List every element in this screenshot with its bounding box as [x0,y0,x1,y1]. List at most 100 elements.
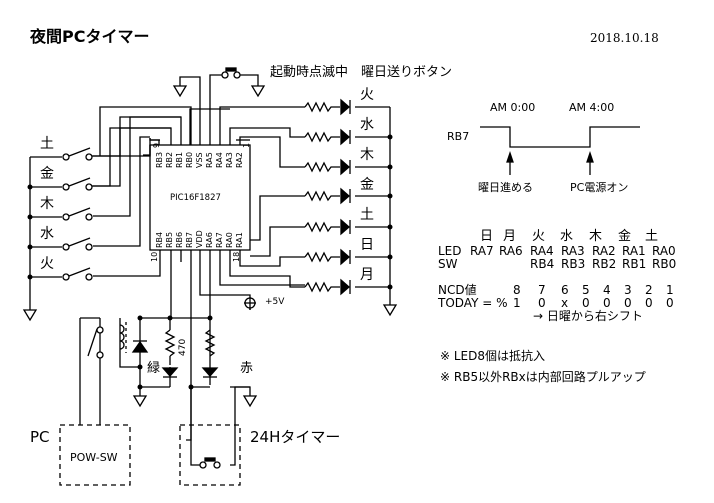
timer-pushbutton [199,457,221,469]
pin-rb0: RB0 [185,151,194,168]
vcc-label: +5V [265,297,285,307]
led-pin-mon: RA6 [499,244,523,258]
wire-ra4 [219,106,305,145]
switch-fri [62,177,93,191]
led-label-mon: 月 [360,267,374,283]
pin-ra6: RA6 [205,232,214,248]
ncd-value: 8 [513,283,521,297]
today-row-label: TODAY = % [438,296,508,310]
timing-event2: PC電源オン [570,181,629,194]
pin-number-1: 1 [242,142,251,148]
button-caption: 起動時点滅中 曜日送りボタン [270,65,453,80]
ncd-value: 7 [538,283,546,297]
pin-vdd: VDD [195,230,204,248]
green-led-label: 緑 [147,361,161,376]
led-green-symbol [161,367,179,377]
day-sun: 日 [480,229,494,244]
pin-rb7: RB7 [185,231,194,248]
switch-label-sat: 土 [40,136,54,152]
sw-row-label: SW [438,257,458,271]
resistor-470 [164,329,176,357]
led-pin-thu: RA2 [592,244,616,258]
sw-pin-wed: RB3 [561,257,586,271]
pin-ra4: RA4 [215,152,224,168]
ncd-value: 4 [603,283,611,297]
led-label-fri: 金 [360,177,374,193]
led-label-tue: 火 [360,87,374,103]
pin-number-9: 9 [152,142,161,148]
page-title: 夜間PCタイマー [30,27,150,46]
switch-thu [62,207,93,221]
wire-sw-tue [93,250,161,277]
pin-rb6: RB6 [175,231,184,248]
pin-ra7: RA7 [215,232,224,248]
pin-ra0: RA0 [225,232,234,248]
sw-pin-fri: RB1 [622,257,647,271]
led-pin-sat: RA0 [652,244,676,258]
day-sat: 土 [645,229,659,244]
shift-note: → 日曜から右シフト [533,309,643,323]
pin-ra2: RA2 [235,152,244,168]
resistor-red [204,329,216,357]
chip-name: PIC16F1827 [170,193,221,203]
day-wed: 水 [560,229,574,244]
led-pin-tue: RA4 [530,244,554,258]
led-label-wed: 水 [360,117,374,133]
red-led-label: 赤 [240,361,254,376]
pc-label: PC [30,428,50,446]
switch-label-thu: 木 [40,196,54,212]
switch-tue [62,267,93,281]
note-pullup: ※ RB5以外RBxは内部回路プルアップ [440,370,646,384]
today-value: x [561,296,569,310]
pin-number-18: 18 [232,251,241,262]
led-pin-fri: RA1 [622,244,646,258]
timing-t1: AM 0:00 [490,101,536,114]
today-value: 0 [538,296,546,310]
ground-symbols [22,85,398,408]
switch-label-fri: 金 [40,166,54,182]
timing-event1: 曜日進める [478,181,533,194]
pin-ra5: RA5 [205,152,214,168]
junction-dots [27,134,393,390]
pow-sw-label: POW-SW [70,451,118,464]
led-label-thu: 木 [360,147,374,163]
today-value: 0 [645,296,653,310]
wire-sw-wed [93,136,150,247]
pin-vss: VSS [195,152,204,168]
pin-number-10: 10 [150,251,159,262]
switch-label-wed: 水 [40,226,54,242]
today-value: 0 [603,296,611,310]
date-label: 2018.10.18 [590,31,659,45]
switch-wed [62,237,93,251]
today-value: 0 [624,296,632,310]
led-label-sat: 土 [360,207,374,223]
note-led-resistors: ※ LED8個は抵抗入 [440,349,546,363]
led-row-label: LED [438,244,462,258]
pin-rb4: RB4 [155,231,164,248]
day-led-symbols [340,98,351,296]
pin-rb5: RB5 [165,231,174,248]
pin-rb2: RB2 [165,151,174,168]
ncd-value: 2 [645,283,653,297]
pin-ra3: RA3 [225,152,234,168]
led-pin-wed: RA3 [561,244,585,258]
day-thu: 木 [589,229,603,244]
day-fri: 金 [618,229,632,244]
sw-pin-thu: RB2 [592,257,617,271]
today-value: 0 [582,296,590,310]
timer-box [179,424,241,486]
timing-t2: AM 4:00 [569,101,615,114]
wire-sw-fri [93,127,171,187]
day-mon: 月 [503,229,517,244]
wire-ra0 [250,195,305,241]
wire-ra5 [209,74,222,145]
day-advance-pushbutton [221,67,241,79]
ncd-row-label: NCD値 [438,283,477,297]
wire-ra3 [229,127,305,145]
sw-pin-sat: RB0 [652,257,677,271]
rb7-waveform [480,126,640,148]
led-resistor-row [304,101,340,293]
pic-chip-body [149,144,251,251]
